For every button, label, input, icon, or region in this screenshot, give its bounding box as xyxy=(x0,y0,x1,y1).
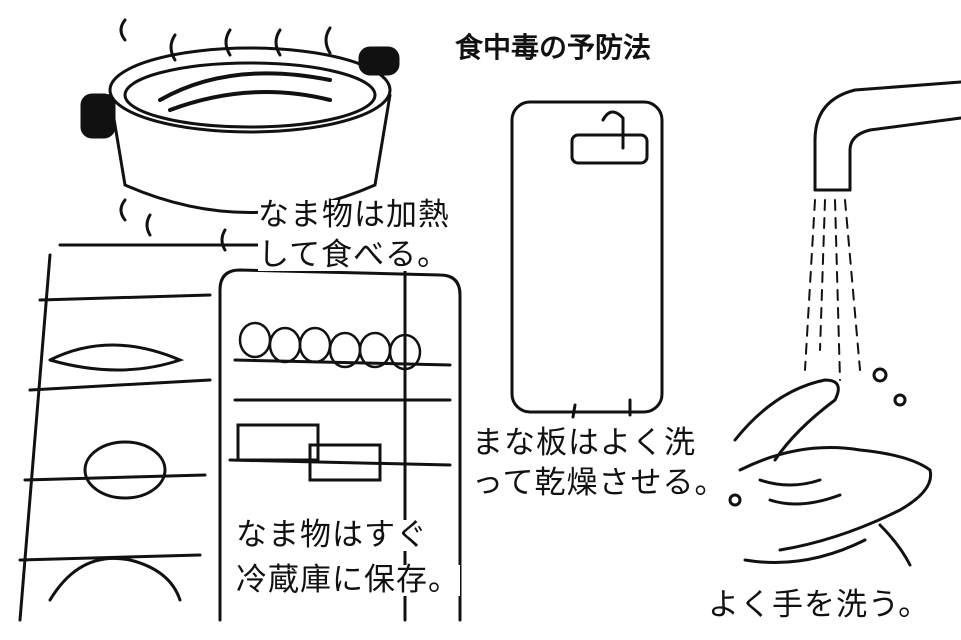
cutting-board-illustration xyxy=(510,100,664,419)
caption-fridge-line2: 冷蔵庫に保存。 xyxy=(236,562,460,598)
caption-hands: よく手を洗う。 xyxy=(708,587,931,623)
caption-cook-line1: なま物は加熱 xyxy=(258,197,450,233)
page-title: 食中毒の予防法 xyxy=(455,31,652,64)
hands-illustration xyxy=(728,367,933,567)
pot-illustration xyxy=(80,18,400,252)
caption-board-line1: まな板はよく洗 xyxy=(472,425,696,461)
caption-fridge-line1: なま物はすぐ xyxy=(236,517,428,553)
caption-board-line2: って乾燥させる。 xyxy=(472,465,727,501)
faucet-illustration xyxy=(804,80,961,381)
caption-cook-line2: して食べる。 xyxy=(258,237,450,273)
fridge-illustration xyxy=(18,243,462,622)
